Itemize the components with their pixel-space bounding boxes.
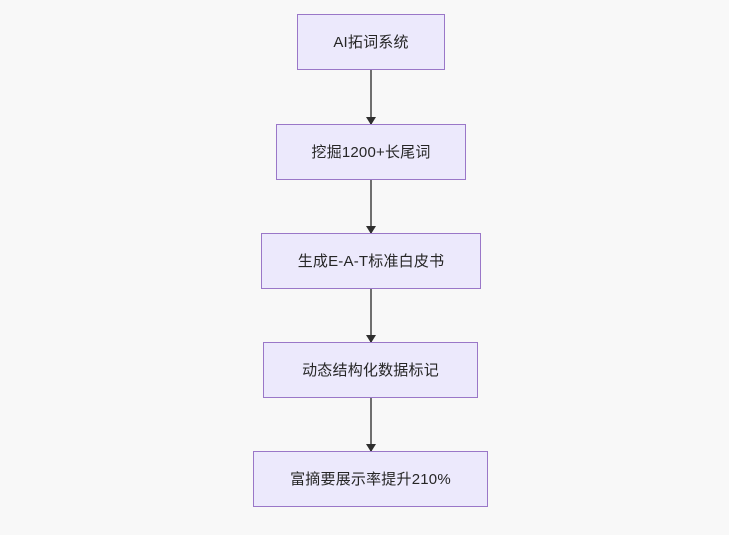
flow-node-label: AI拓词系统 <box>333 33 409 51</box>
flow-node-rich-snippet-impression-uplift[interactable]: 富摘要展示率提升210% <box>253 451 488 507</box>
edge-line <box>370 289 372 342</box>
flow-node-mine-longtail-keywords[interactable]: 挖掘1200+长尾词 <box>276 124 466 180</box>
flow-node-dynamic-structured-data-markup[interactable]: 动态结构化数据标记 <box>263 342 478 398</box>
edge-line <box>370 180 372 233</box>
edge-line <box>370 398 372 451</box>
flow-node-label: 富摘要展示率提升210% <box>290 470 451 488</box>
edge-line <box>370 70 372 124</box>
flow-node-label: 生成E-A-T标准白皮书 <box>297 252 445 270</box>
flow-node-generate-eat-whitepaper[interactable]: 生成E-A-T标准白皮书 <box>261 233 481 289</box>
flow-node-label: 动态结构化数据标记 <box>302 361 439 379</box>
flow-node-label: 挖掘1200+长尾词 <box>311 143 431 161</box>
flow-node-ai-keyword-system[interactable]: AI拓词系统 <box>297 14 445 70</box>
